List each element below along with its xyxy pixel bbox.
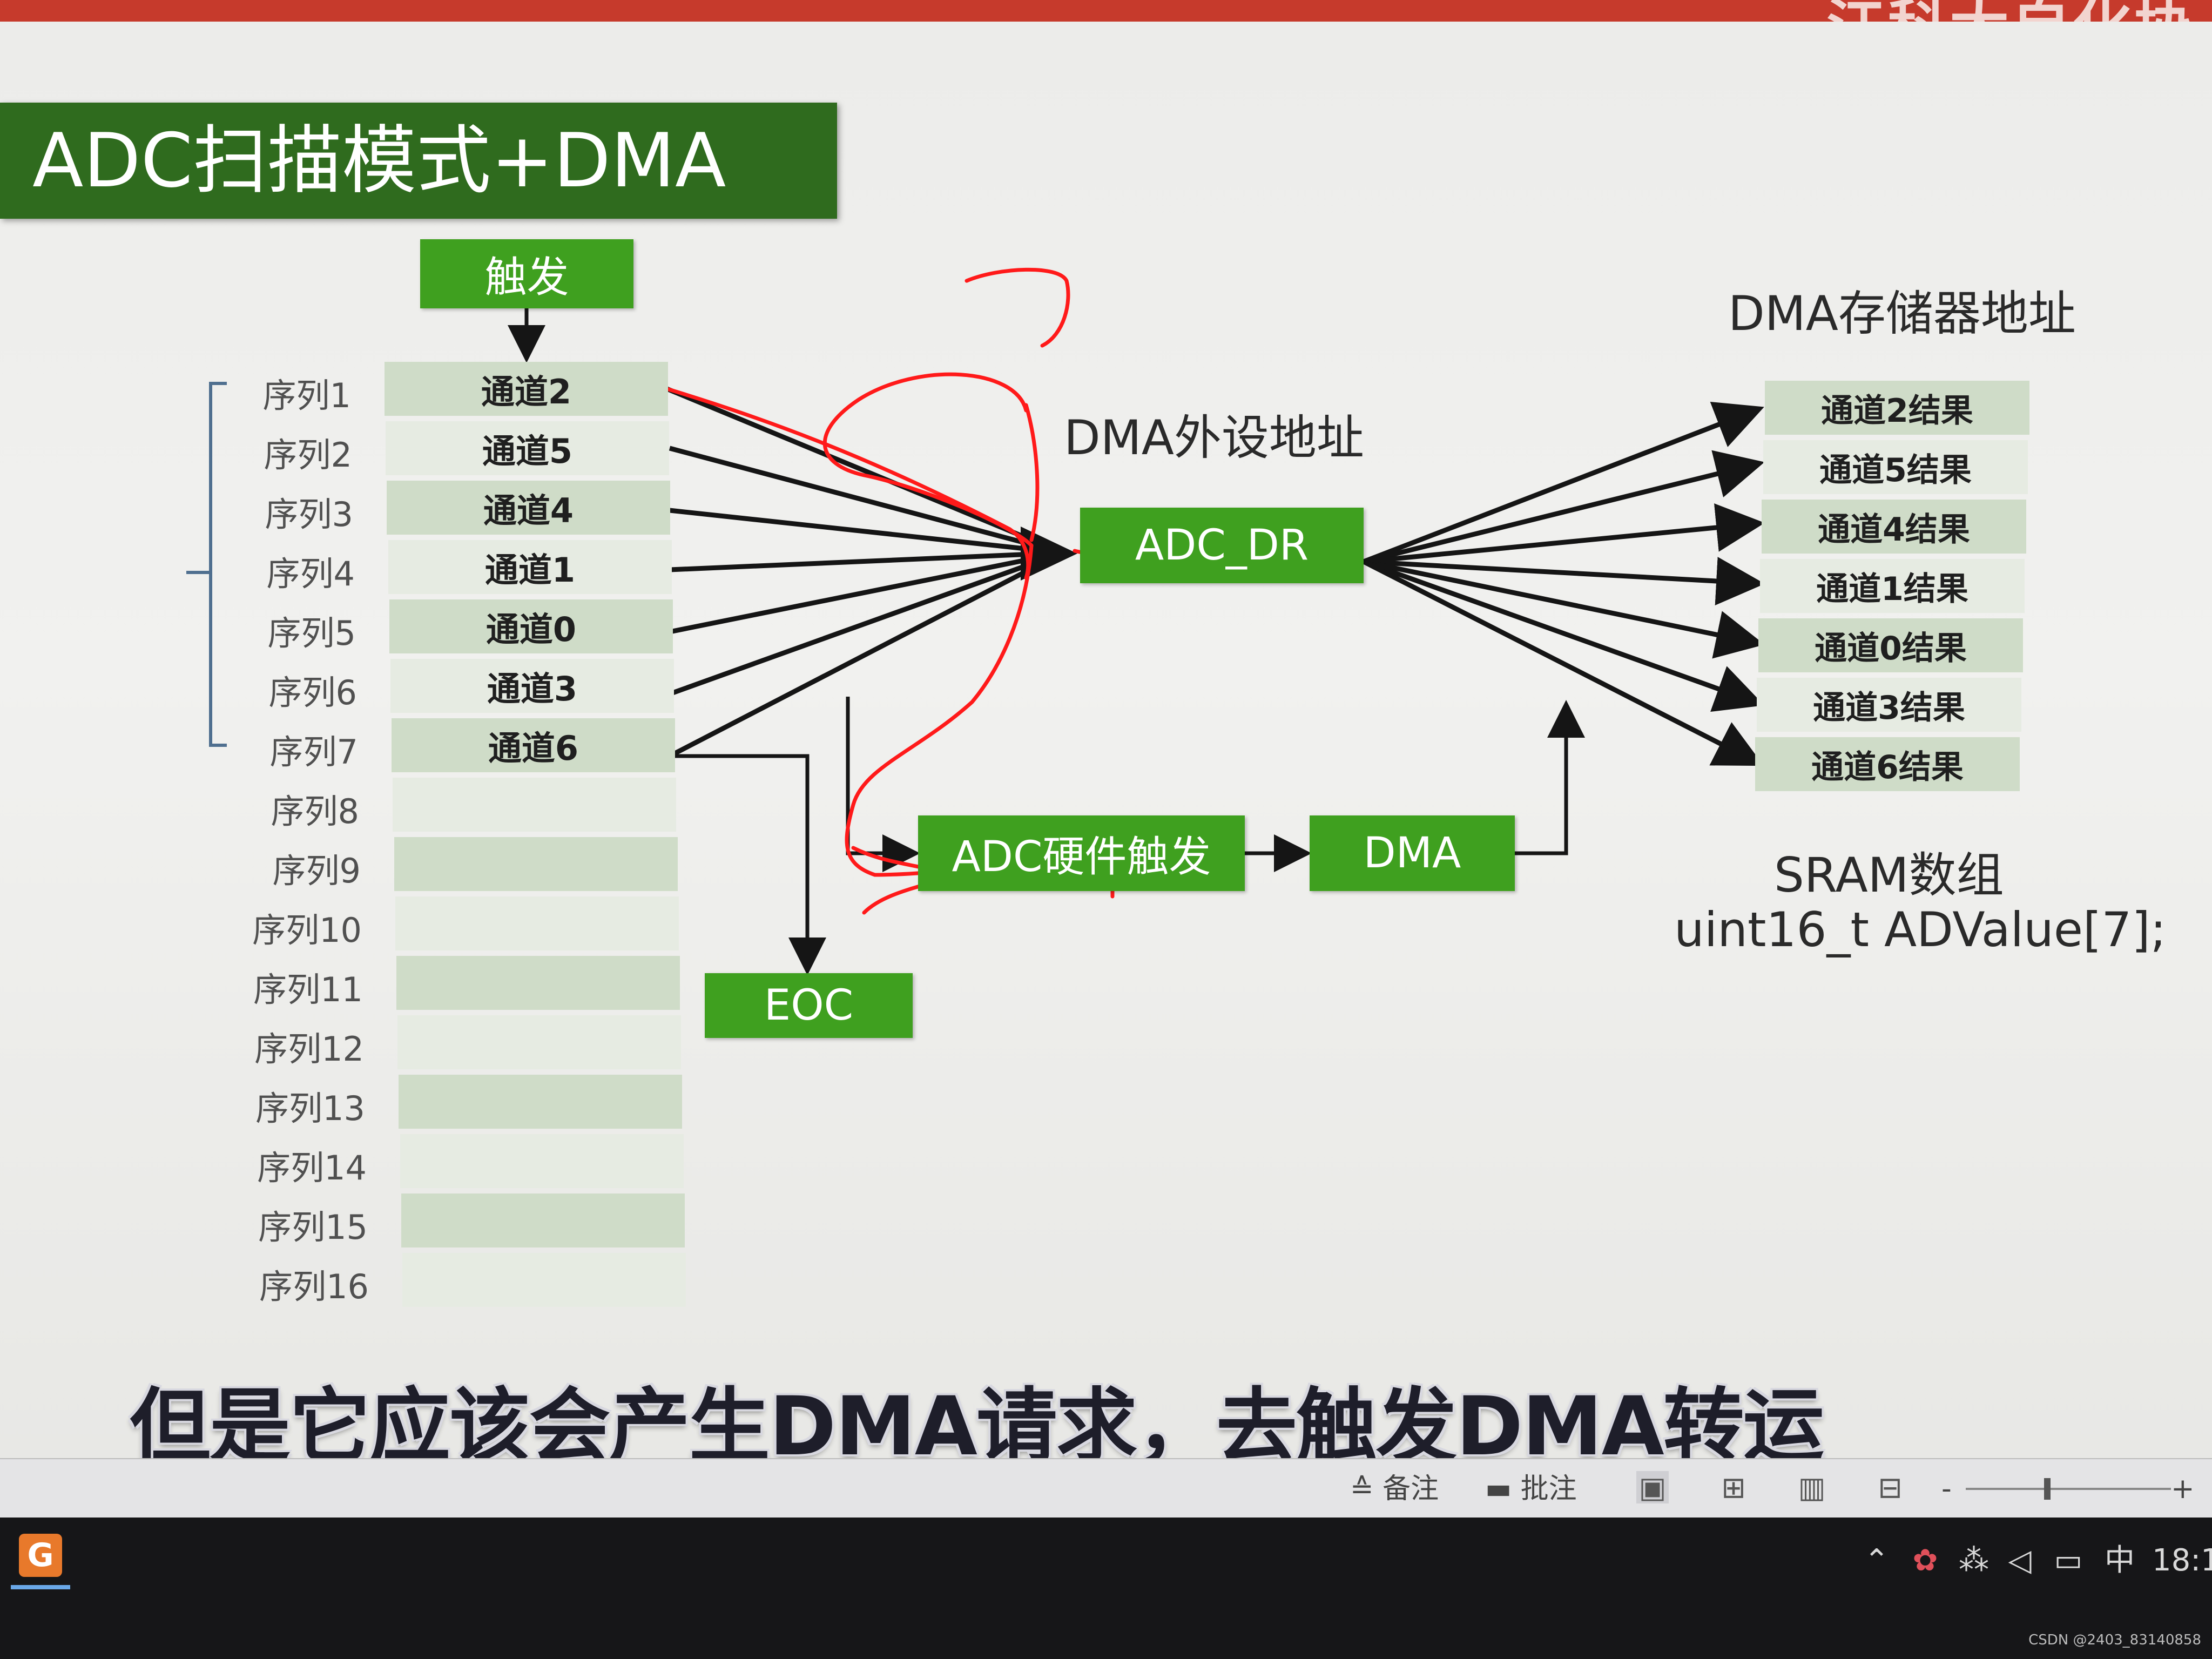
video-subtitle: 但是它应该会产生DMA请求，去触发DMA转运 bbox=[130, 1380, 1824, 1458]
sequence-channel-cell: 通道5 bbox=[386, 421, 669, 475]
comments-label: 批注 bbox=[1520, 1473, 1577, 1505]
sequence-channel-cell: 通道2 bbox=[385, 362, 668, 416]
normal-view-icon[interactable]: ▣ bbox=[1636, 1471, 1669, 1505]
sequence-label: 序列1 bbox=[262, 376, 351, 415]
sequence-label: 序列5 bbox=[267, 613, 356, 653]
sequence-label: 序列15 bbox=[258, 1208, 368, 1247]
chevron-up-icon[interactable]: ⌃ bbox=[1864, 1543, 1890, 1578]
sram-code-label: uint16_t ADValue[7]; bbox=[1674, 902, 2167, 957]
sequence-label: 序列10 bbox=[252, 911, 362, 950]
presentation-top-banner: 江科大自化协 bbox=[0, 0, 2212, 62]
sequence-channel-cell bbox=[401, 1193, 685, 1247]
sequence-label: 序列14 bbox=[257, 1148, 367, 1188]
zoom-slider-thumb[interactable] bbox=[2044, 1478, 2051, 1500]
sequence-channel-cell bbox=[396, 956, 680, 1010]
slide-title-bar: ADC扫描模式+DMA bbox=[0, 103, 837, 219]
slideshow-icon[interactable]: ⊟ bbox=[1878, 1470, 1903, 1505]
dma-label: DMA bbox=[1363, 829, 1461, 878]
sequence-label: 序列11 bbox=[253, 970, 363, 1009]
sequence-label: 序列3 bbox=[265, 495, 353, 534]
sequence-channel-cell bbox=[394, 837, 678, 891]
sequence-channel-cell: 通道4 bbox=[387, 481, 670, 535]
slide-title: ADC扫描模式+DMA bbox=[32, 117, 726, 204]
slide-canvas: ADC扫描模式+DMA bbox=[0, 22, 2212, 1458]
sequence-channel-cell bbox=[395, 896, 679, 950]
dma-box: DMA bbox=[1310, 815, 1515, 891]
result-cell: 通道4结果 bbox=[1762, 500, 2026, 554]
comment-icon: ▬ bbox=[1485, 1473, 1521, 1505]
zoom-out-button[interactable]: - bbox=[1941, 1473, 1952, 1505]
result-cell: 通道0结果 bbox=[1758, 618, 2023, 672]
adc-hw-trigger-label: ADC硬件触发 bbox=[952, 833, 1211, 881]
sequence-label: 序列13 bbox=[255, 1089, 365, 1128]
network-icon[interactable]: ⁂ bbox=[1959, 1543, 1989, 1578]
result-cell: 通道3结果 bbox=[1757, 678, 2021, 732]
sram-array-label: SRAM数组 bbox=[1774, 847, 2004, 903]
sequence-label: 序列2 bbox=[264, 435, 352, 475]
app-taskbar-icon[interactable]: G bbox=[19, 1534, 62, 1577]
adc-hw-trigger-box: ADC硬件触发 bbox=[918, 815, 1245, 891]
ime-indicator[interactable]: 中 bbox=[2105, 1543, 2135, 1578]
active-app-indicator bbox=[11, 1585, 70, 1589]
sequence-label: 序列16 bbox=[259, 1267, 369, 1306]
sequence-label: 序列8 bbox=[271, 792, 359, 831]
result-cell: 通道1结果 bbox=[1760, 559, 2025, 613]
eoc-box: EOC bbox=[705, 973, 913, 1038]
notes-icon: ≙ bbox=[1350, 1473, 1383, 1505]
trigger-label: 触发 bbox=[484, 253, 569, 302]
result-cell: 通道2结果 bbox=[1765, 381, 2029, 435]
sequence-channel-cell: 通道3 bbox=[390, 659, 674, 713]
battery-icon[interactable]: ▭ bbox=[2054, 1543, 2083, 1578]
sequence-label: 序列4 bbox=[266, 554, 355, 594]
result-cell: 通道6结果 bbox=[1755, 737, 2020, 791]
zoom-in-button[interactable]: + bbox=[2171, 1473, 2195, 1505]
tray-app-icon[interactable]: ✿ bbox=[1912, 1543, 1938, 1578]
sequence-label: 序列12 bbox=[254, 1029, 364, 1069]
sequence-channel-cell: 通道1 bbox=[388, 540, 672, 594]
adc-dr-box: ADC_DR bbox=[1080, 508, 1364, 583]
sequence-label: 序列7 bbox=[269, 732, 358, 772]
adcdr-input-arrowhead bbox=[1021, 527, 1077, 581]
sequence-channel-cell bbox=[402, 1253, 686, 1307]
dma-peripheral-address-label: DMA外设地址 bbox=[1064, 410, 1364, 466]
system-clock[interactable]: 18:15 bbox=[2152, 1543, 2212, 1578]
sequence-channel-cell bbox=[400, 1134, 684, 1188]
sequence-channel-cell bbox=[397, 1015, 681, 1069]
comments-button[interactable]: ▬ 批注 bbox=[1485, 1470, 1577, 1508]
adcdr-to-result-arrows bbox=[1362, 401, 1765, 766]
presentation-status-bar: ≙ 备注 ▬ 批注 ▣ ⊞ ▥ ⊟ - + bbox=[0, 1458, 2212, 1519]
csdn-watermark: CSDN @2403_83140858 bbox=[2028, 1632, 2201, 1648]
sequence-label: 序列6 bbox=[268, 673, 357, 712]
sequence-label: 序列9 bbox=[272, 851, 361, 891]
volume-icon[interactable]: ◁ bbox=[2008, 1543, 2032, 1578]
dma-memory-address-label: DMA存储器地址 bbox=[1728, 286, 2076, 341]
sequence-channel-cell bbox=[399, 1075, 682, 1129]
channel-to-adcdr-lines bbox=[666, 386, 1047, 758]
zoom-slider[interactable] bbox=[1966, 1478, 2171, 1500]
trigger-box: 触发 bbox=[420, 239, 633, 308]
sequence-channel-cell: 通道6 bbox=[392, 718, 675, 772]
sequence-bracket bbox=[186, 382, 227, 747]
sequence-channel-cell bbox=[393, 778, 676, 832]
adc-dr-label: ADC_DR bbox=[1135, 521, 1309, 570]
slide-sorter-icon[interactable]: ⊞ bbox=[1721, 1470, 1746, 1505]
notes-label: 备注 bbox=[1382, 1473, 1439, 1505]
sequence-channel-cell: 通道0 bbox=[389, 599, 673, 653]
result-cell: 通道5结果 bbox=[1763, 440, 2028, 494]
diagram-connectors bbox=[186, 267, 1765, 975]
reading-view-icon[interactable]: ▥ bbox=[1798, 1470, 1826, 1505]
notes-button[interactable]: ≙ 备注 bbox=[1350, 1470, 1439, 1508]
os-taskbar: G ⌃ ✿ ⁂ ◁ ▭ 中 18:15 CSDN @2403_83140858 bbox=[0, 1518, 2212, 1659]
eoc-label: EOC bbox=[764, 981, 854, 1030]
